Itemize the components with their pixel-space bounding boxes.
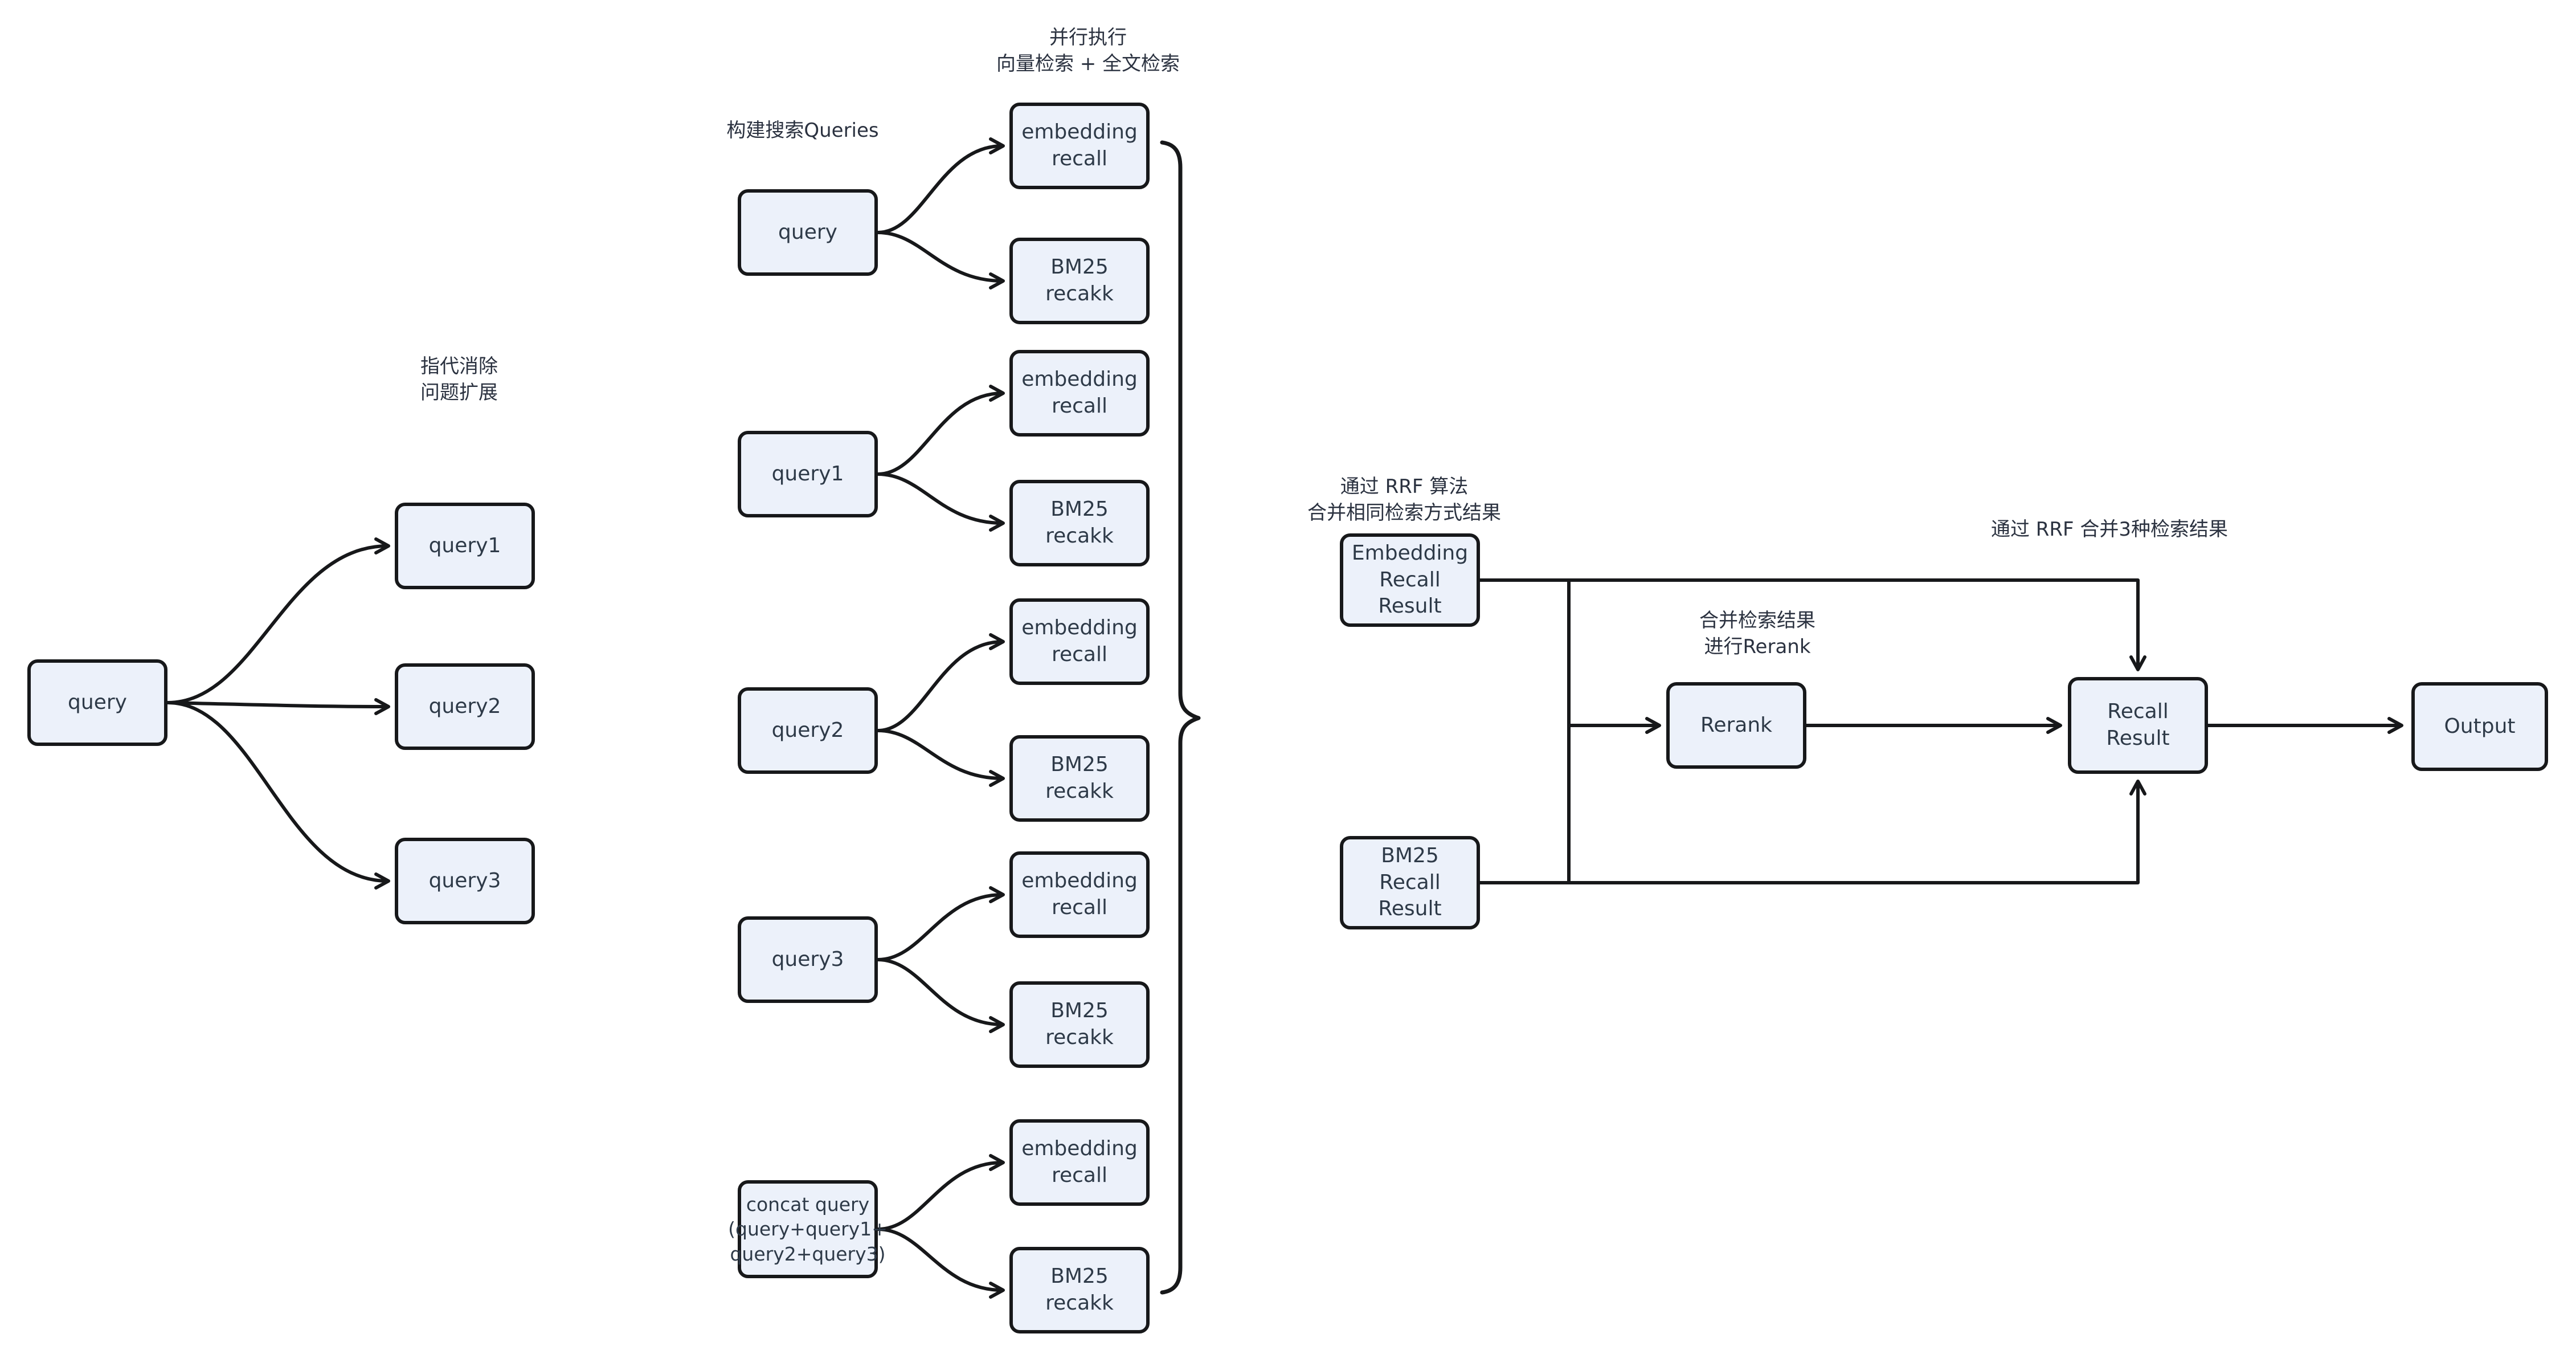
node-label-line: query1	[428, 533, 501, 557]
node-label-line: recall	[1051, 147, 1107, 170]
label-merge-rerank: 合并检索结果进行Rerank	[1699, 608, 1816, 660]
label-line: 问题扩展	[420, 381, 498, 404]
node-query-src: query	[27, 659, 167, 746]
label-line: 指代消除	[420, 355, 498, 378]
node-emb-recall-5: embedding recall	[1009, 1119, 1150, 1206]
node-label-line: embedding	[1021, 1137, 1138, 1161]
label-line: 构建搜索Queries	[726, 119, 879, 142]
node-query3-expand: query3	[395, 838, 535, 924]
label-rrf-3way: 通过 RRF 合并3种检索结果	[1991, 517, 2228, 543]
label-line: 通过 RRF 算法	[1340, 475, 1469, 499]
node-label-line: Result	[1378, 594, 1442, 618]
node-label-line: BM25	[1050, 753, 1109, 777]
node-search-query2: query2	[738, 687, 878, 774]
edge-squery1-to-bm2	[876, 472, 1005, 532]
node-bm25-recall-5: BM25 recakk	[1009, 1247, 1150, 1333]
node-label-line: Embedding	[1351, 541, 1469, 565]
edge-query-to-query1	[166, 537, 390, 704]
node-bm25-recall-4: BM25 recakk	[1009, 981, 1150, 1068]
node-emb-recall-1: embedding recall	[1009, 103, 1150, 189]
node-label-line: BM25	[1050, 497, 1109, 521]
edge-query-to-query3	[166, 701, 390, 890]
edge-embresult-to-recallresult	[1478, 578, 2146, 671]
node-label-line: Recall	[2107, 700, 2169, 724]
node-label-line: concat query	[746, 1193, 870, 1216]
edge-squery2-to-emb3	[876, 633, 1005, 732]
label-parallel-exec: 并行执行向量检索 + 全文检索	[996, 25, 1180, 78]
node-label-line: recall	[1051, 643, 1107, 666]
edge-squery3-to-emb4	[876, 886, 1005, 961]
node-label-line: recakk	[1045, 524, 1114, 548]
node-label-line: query	[68, 690, 127, 714]
node-label-line: embedding	[1021, 120, 1138, 144]
brace-collect-results	[1160, 140, 1201, 1295]
node-label-line: query2	[771, 718, 844, 742]
edge-query-to-query2	[166, 698, 390, 715]
node-label-line: recakk	[1045, 780, 1114, 803]
node-label-line: query1	[771, 462, 844, 486]
node-label-line: recall	[1051, 896, 1107, 919]
node-emb-recall-4: embedding recall	[1009, 851, 1150, 938]
node-output: Output	[2411, 682, 2548, 771]
node-label-line: embedding	[1021, 368, 1138, 391]
edge-concat-to-bm5	[876, 1227, 1005, 1299]
node-search-query: query	[738, 189, 878, 276]
node-rerank: Rerank	[1666, 682, 1806, 769]
edge-concat-to-emb5	[876, 1154, 1005, 1231]
label-line: 合并检索结果	[1699, 609, 1816, 633]
node-label-line: BM25	[1050, 255, 1109, 279]
node-label-line: recall	[1051, 394, 1107, 418]
node-label-line: recall	[1051, 1164, 1107, 1187]
node-label-line: recakk	[1045, 1291, 1114, 1315]
node-emb-recall-3: embedding recall	[1009, 598, 1150, 685]
label-rrf-same: 通过 RRF 算法合并相同检索方式结果	[1307, 474, 1501, 527]
node-label-line: Result	[2106, 727, 2170, 750]
edge-squery-to-bm1	[876, 231, 1005, 289]
node-bm25-recall-2: BM25 recakk	[1009, 480, 1150, 566]
node-bm25-recall-1: BM25 recakk	[1009, 238, 1150, 324]
label-line: 向量检索 + 全文检索	[996, 52, 1180, 75]
node-label-line: recakk	[1045, 282, 1114, 305]
label-line: 并行执行	[1049, 26, 1127, 50]
node-search-query1: query1	[738, 431, 878, 517]
edge-bm25result-to-recallresult	[1478, 780, 2146, 884]
node-label-line: query2	[428, 694, 501, 718]
node-label-line: BM25	[1050, 999, 1109, 1023]
node-label-line: Result	[1378, 897, 1442, 921]
node-label-line: BM25	[1381, 843, 1439, 867]
label-line: 合并相同检索方式结果	[1307, 501, 1501, 524]
edge-squery-to-emb1	[876, 137, 1005, 234]
node-label-line: Output	[2444, 714, 2516, 738]
node-label-line: Recall	[1379, 870, 1441, 894]
label-coref-expand: 指代消除问题扩展	[420, 354, 498, 406]
node-label-line: Rerank	[1700, 713, 1773, 737]
node-label-line: Recall	[1379, 568, 1441, 592]
edge-squery2-to-bm3	[876, 729, 1005, 787]
node-concat-query: concat query(query+query1+query2+query3)	[728, 1180, 888, 1278]
node-label-line: recakk	[1045, 1026, 1114, 1049]
node-query2-expand: query2	[395, 663, 535, 750]
node-query1-expand: query1	[395, 503, 535, 589]
edge-squery3-to-bm4	[876, 958, 1005, 1033]
node-label-line: embedding	[1021, 869, 1138, 893]
node-label-line: query3	[428, 868, 501, 892]
label-line: 进行Rerank	[1704, 635, 1811, 658]
node-label-line: (query+query1+	[728, 1218, 888, 1241]
node-label-line: embedding	[1021, 616, 1138, 640]
node-bm25-recall-3: BM25 recakk	[1009, 735, 1150, 822]
node-search-query3: query3	[738, 916, 878, 1003]
node-label-line: query	[778, 220, 837, 244]
label-build-queries: 构建搜索Queries	[726, 118, 878, 144]
node-label-line: query2+query3)	[730, 1242, 886, 1265]
node-label-line: BM25	[1050, 1265, 1109, 1288]
label-line: 通过 RRF 合并3种检索结果	[1990, 518, 2229, 541]
node-label-line: query3	[771, 947, 844, 971]
edge-squery1-to-emb2	[876, 385, 1005, 476]
node-emb-recall-2: embedding recall	[1009, 350, 1150, 437]
